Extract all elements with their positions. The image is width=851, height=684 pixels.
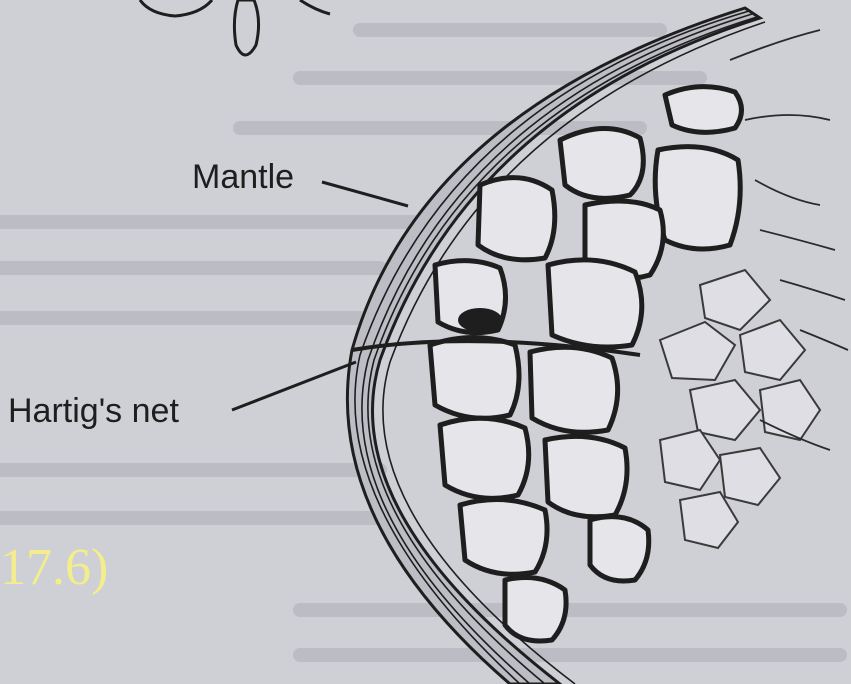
hartig-net-leader-line [232,362,356,410]
figure-number: 17.6) [0,538,108,597]
nucleus-blob [458,308,502,332]
mantle-label: Mantle [192,158,294,197]
mantle-leader-line [322,182,408,206]
hartig-net-label: Hartig's net [8,392,179,431]
small-organism-sketch [140,0,330,55]
inner-vascular-cells [660,270,820,548]
